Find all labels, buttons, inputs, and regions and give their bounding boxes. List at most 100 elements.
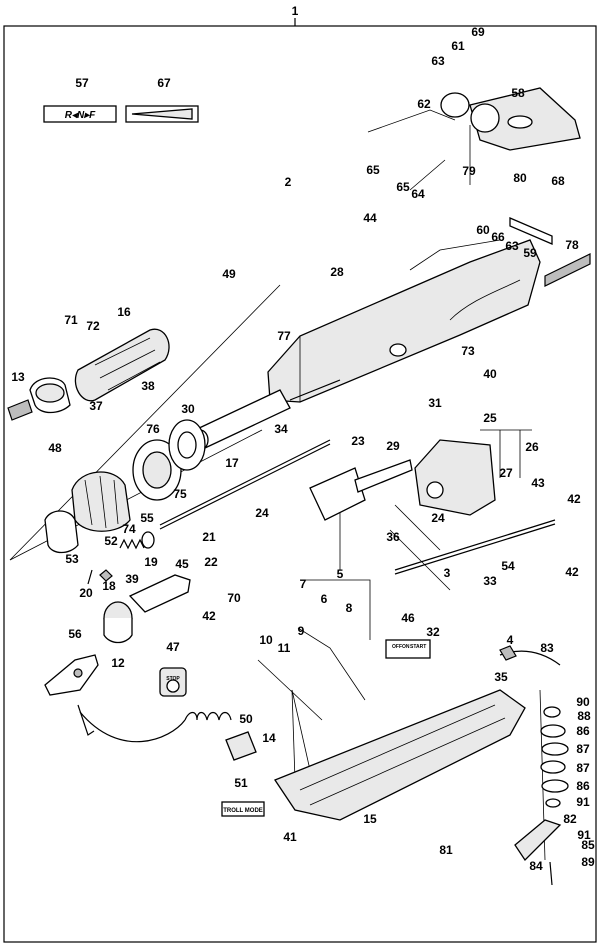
callout: 83	[540, 641, 554, 655]
callout: 87	[576, 761, 590, 775]
callout: 91	[577, 828, 591, 842]
callout: 35	[494, 670, 508, 684]
callout: 90	[576, 695, 590, 709]
callout: 44	[363, 211, 377, 225]
wedge-decal	[125, 105, 199, 123]
pivot-boss	[440, 92, 500, 133]
callout: 33	[483, 574, 497, 588]
grip-end-ring	[44, 510, 79, 554]
callout: 13	[11, 370, 25, 384]
callout: 6	[321, 592, 328, 606]
lanyard-coil	[77, 704, 232, 743]
callout: 23	[351, 434, 365, 448]
callout: 60	[476, 223, 490, 237]
bracket-56	[44, 654, 99, 696]
spring-78	[544, 253, 591, 287]
callout: 22	[204, 555, 218, 569]
callout: 86	[576, 779, 590, 793]
shift-switch-assembly	[414, 439, 496, 516]
callout: 87	[576, 742, 590, 756]
callout: 48	[48, 441, 62, 455]
grip-screw	[7, 399, 33, 421]
callout: 4	[507, 633, 514, 647]
callout: 41	[283, 830, 297, 844]
switch-panel-start: START	[410, 644, 426, 650]
callout: 52	[104, 534, 118, 548]
callout: 8	[346, 601, 353, 615]
switch-panel-decal: OFF ON START	[385, 639, 431, 659]
stop-switch-text: STOP	[166, 676, 180, 682]
callout: 54	[501, 559, 515, 573]
tiller-handle-body	[267, 239, 541, 403]
connector-50	[225, 731, 257, 761]
callout: 63	[431, 54, 445, 68]
callout: 29	[386, 439, 400, 453]
callout: 46	[401, 611, 415, 625]
callout: 65	[396, 180, 410, 194]
callout: 26	[525, 440, 539, 454]
callout: 37	[89, 399, 103, 413]
shift-indicator-decal: R◂N▸F	[43, 105, 117, 123]
callout: 11	[278, 641, 291, 655]
knob-12	[103, 601, 133, 644]
callout: 3	[444, 566, 451, 580]
callout: 34	[274, 422, 288, 436]
stop-switch: STOP	[159, 667, 187, 697]
callout: 47	[166, 640, 180, 654]
callout: 27	[499, 466, 513, 480]
callout: 78	[565, 238, 579, 252]
callout: 9	[298, 624, 305, 638]
assembly-frame	[3, 18, 597, 943]
grip-housing	[71, 471, 131, 532]
throttle-grip	[74, 328, 170, 402]
bracket-45	[128, 574, 191, 613]
callout: 36	[386, 530, 400, 544]
callout: 42	[567, 492, 581, 506]
callout: 74	[122, 522, 136, 536]
callout: 25	[483, 411, 497, 425]
tiller-bracket	[469, 87, 581, 151]
callout: 42	[565, 565, 579, 579]
callout: 30	[181, 402, 195, 416]
callout: 24	[431, 511, 445, 525]
callout: 31	[428, 396, 442, 410]
callout: 62	[417, 97, 431, 111]
callout: 17	[225, 456, 239, 470]
callout: 18	[102, 579, 116, 593]
callout: 7	[300, 577, 307, 591]
callout: 42	[202, 609, 216, 623]
callout: 80	[513, 171, 527, 185]
callout: 79	[462, 164, 476, 178]
callout: 84	[529, 859, 543, 873]
callout: 5	[337, 567, 344, 581]
callout: 81	[439, 843, 453, 857]
callout: 32	[426, 625, 440, 639]
callout: 10	[259, 633, 273, 647]
callout: 72	[86, 319, 100, 333]
callout: 38	[141, 379, 155, 393]
callout: 67	[157, 76, 171, 90]
throttle-rod	[159, 439, 331, 530]
callout: 82	[563, 812, 577, 826]
callout: 77	[277, 329, 291, 343]
callout: 20	[79, 586, 93, 600]
callout: 28	[330, 265, 344, 279]
shift-indicator-text: R◂N▸F	[65, 110, 96, 121]
friction-ring	[168, 419, 206, 471]
callout: 69	[471, 25, 485, 39]
bottom-cover	[274, 689, 526, 821]
callout: 63	[505, 239, 519, 253]
callout: 59	[523, 246, 537, 260]
callout: 51	[234, 776, 248, 790]
callout: 14	[262, 731, 276, 745]
lever-83	[499, 645, 561, 666]
switch-panel-off: OFF	[392, 644, 402, 650]
bolt-59	[509, 217, 553, 245]
callout: 61	[451, 39, 465, 53]
throttle-link	[309, 459, 413, 521]
callout: 85	[581, 838, 595, 852]
callout: 16	[117, 305, 131, 319]
callout: 21	[202, 530, 216, 544]
callout-labels: 1 2 3 4 5 6 7 8 9 10 11 12 13 14 15 16 1…	[11, 4, 595, 873]
callout: 89	[581, 855, 595, 869]
